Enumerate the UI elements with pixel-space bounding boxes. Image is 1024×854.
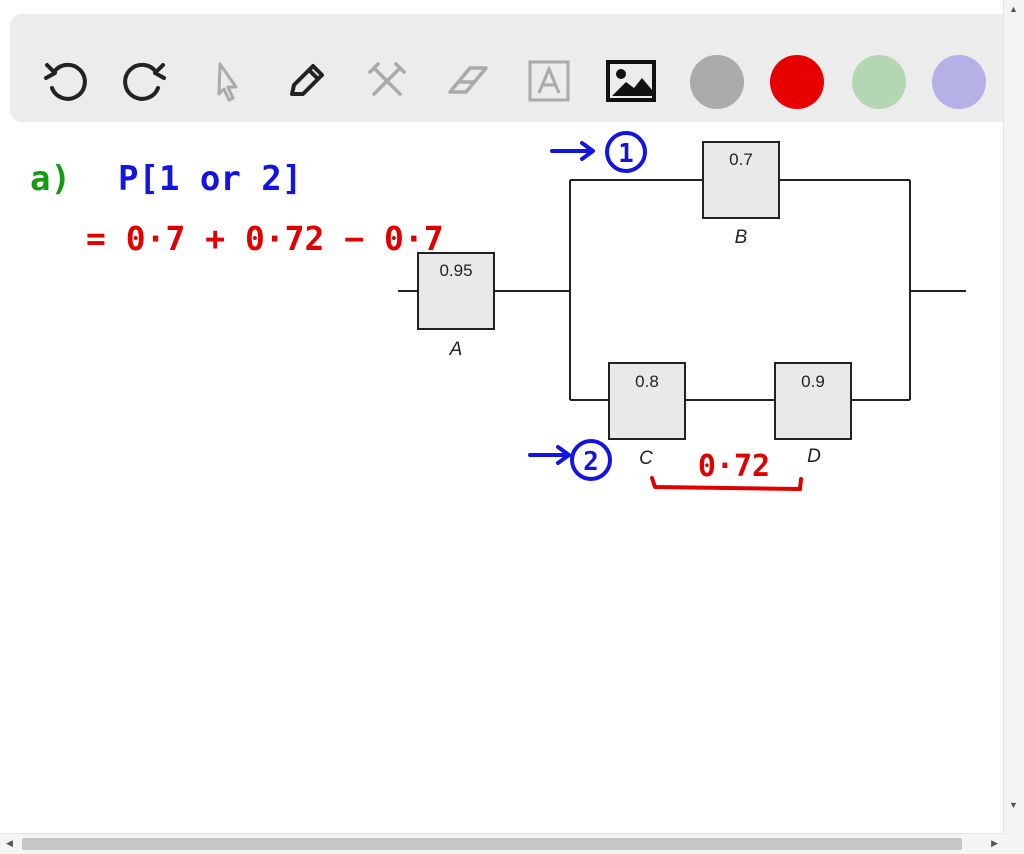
- color-red[interactable]: [770, 55, 824, 109]
- scroll-corner: [1004, 834, 1024, 854]
- equation: = 0·7 + 0·72 − 0·7: [86, 219, 444, 258]
- pointer-icon[interactable]: [200, 54, 254, 108]
- block-a: 0.95 A: [417, 252, 495, 360]
- product-bracket: 0·72: [650, 449, 803, 491]
- color-green[interactable]: [852, 55, 906, 109]
- redo-icon[interactable]: [118, 54, 172, 108]
- path-1-label: 1: [618, 139, 634, 169]
- path-2-marker: 2: [528, 439, 612, 481]
- block-d: 0.9 D: [774, 362, 852, 467]
- color-purple[interactable]: [932, 55, 986, 109]
- scroll-left-icon[interactable]: ◀: [6, 838, 13, 848]
- horizontal-scrollbar[interactable]: ◀ ▶: [0, 833, 1004, 854]
- path-2-label: 2: [583, 447, 599, 477]
- whiteboard-canvas[interactable]: a) P[1 or 2] = 0·7 + 0·72 − 0·7 0.95 A 0…: [0, 124, 1004, 832]
- block-c-name: C: [639, 448, 653, 469]
- scroll-up-icon[interactable]: ▲: [1009, 4, 1018, 14]
- horizontal-scroll-thumb[interactable]: [22, 838, 962, 850]
- undo-icon[interactable]: [38, 54, 92, 108]
- text-icon[interactable]: [522, 54, 576, 108]
- product-value: 0·72: [698, 449, 770, 484]
- block-b: 0.7 B: [702, 141, 780, 248]
- scroll-down-icon[interactable]: ▼: [1009, 800, 1018, 810]
- block-b-value: 0.7: [729, 150, 753, 169]
- block-a-value: 0.95: [439, 261, 472, 280]
- path-1-marker: 1: [550, 131, 647, 173]
- pen-icon[interactable]: [280, 54, 334, 108]
- block-d-name: D: [807, 446, 821, 467]
- tools-icon[interactable]: [360, 54, 414, 108]
- probability-expression: P[1 or 2]: [118, 159, 302, 199]
- block-c-value: 0.8: [635, 372, 659, 391]
- circuit-wires: [398, 179, 966, 401]
- block-a-name: A: [449, 339, 463, 360]
- scroll-right-icon[interactable]: ▶: [991, 838, 998, 848]
- block-c: 0.8 C: [608, 362, 686, 469]
- toolbar: [10, 14, 1014, 122]
- eraser-icon[interactable]: [440, 54, 494, 108]
- block-b-name: B: [735, 227, 748, 248]
- part-label: a): [30, 159, 71, 199]
- block-d-value: 0.9: [801, 372, 825, 391]
- color-gray[interactable]: [690, 55, 744, 109]
- image-icon[interactable]: [604, 54, 658, 108]
- vertical-scrollbar[interactable]: ▲ ▼: [1003, 0, 1024, 834]
